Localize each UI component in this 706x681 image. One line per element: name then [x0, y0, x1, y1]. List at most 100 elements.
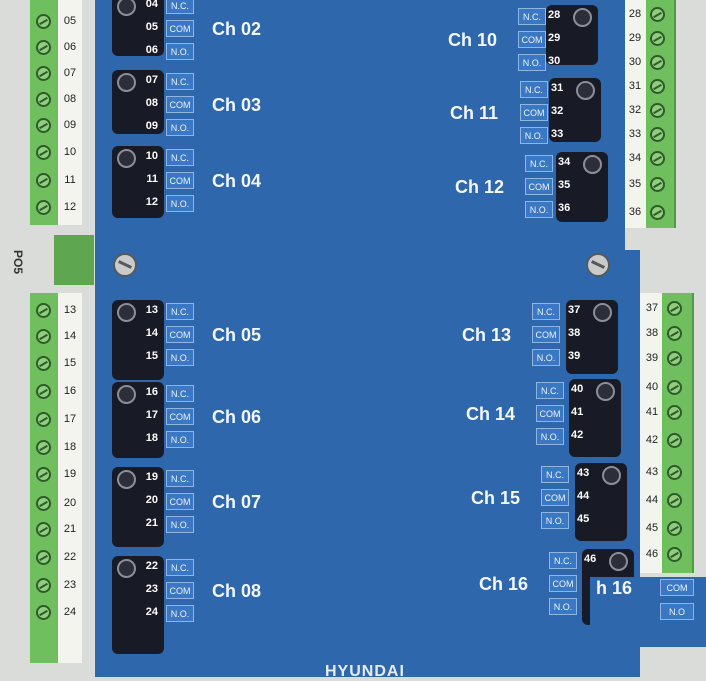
terminal-number-right: 38 [645, 327, 659, 339]
pin-number: 38 [568, 327, 581, 339]
terminal-number-right: 42 [645, 434, 659, 446]
channel-led [117, 73, 136, 92]
pin-number: 32 [551, 105, 564, 117]
terminal-number-left: 24 [63, 606, 77, 618]
contact-label: N.O. [166, 605, 194, 622]
contact-label: N.C. [166, 73, 194, 90]
channel-label: Ch 08 [212, 581, 262, 601]
overlay-channel-label: h 16 [596, 578, 633, 598]
terminal-number-right: 35 [628, 178, 642, 190]
contact-label: N.C. [549, 552, 577, 569]
pin-number: 06 [145, 44, 158, 56]
channel-label: Ch 11 [450, 103, 499, 123]
contact-label: N.O. [166, 43, 194, 60]
terminal-screw-left [36, 578, 51, 593]
terminal-number-right: 29 [628, 32, 642, 44]
terminal-number-left: 23 [63, 579, 77, 591]
channel-label: Ch 04 [212, 171, 262, 191]
pin-number: 34 [558, 156, 571, 168]
pin-number: 43 [577, 467, 590, 479]
channel-led [117, 470, 136, 489]
pin-number: 11 [146, 173, 158, 185]
pin-number: 16 [145, 386, 158, 398]
contact-label: N.C. [520, 81, 548, 98]
pin-number: 17 [145, 409, 158, 421]
terminal-screw-right [667, 405, 682, 420]
terminal-screw-left [36, 440, 51, 455]
terminal-screw-right [667, 326, 682, 341]
mounting-screw-right [586, 253, 610, 277]
pin-number: 19 [145, 471, 158, 483]
contact-label: COM [166, 582, 194, 599]
pin-number: 22 [145, 560, 158, 572]
terminal-screw-left [36, 384, 51, 399]
terminal-number-right: 45 [645, 522, 659, 534]
terminal-number-right: 44 [645, 494, 659, 506]
contact-label: COM [518, 31, 546, 48]
terminal-screw-right [650, 177, 665, 192]
channel-led [583, 155, 602, 174]
terminal-number-right: 37 [645, 302, 659, 314]
terminal-screw-left [36, 605, 51, 620]
pin-number: 15 [145, 350, 158, 362]
terminal-screw-left [36, 412, 51, 427]
terminal-screw-right [650, 55, 665, 70]
contact-label: N.C. [525, 155, 553, 172]
terminal-number-left: 08 [63, 93, 77, 105]
terminal-screw-right [650, 151, 665, 166]
pin-number: 42 [571, 429, 584, 441]
terminal-screw-left [36, 496, 51, 511]
contact-label: COM [166, 326, 194, 343]
pin-number: 10 [145, 150, 158, 162]
contact-label: COM [166, 20, 194, 37]
terminal-number-right: 33 [628, 128, 642, 140]
contact-label: N.O. [166, 516, 194, 533]
channel-label: Ch 15 [471, 488, 521, 508]
terminal-screw-right [667, 351, 682, 366]
channel-led [573, 8, 592, 27]
terminal-screw-left [36, 173, 51, 188]
terminal-screw-left [36, 467, 51, 482]
terminal-screw-left [36, 40, 51, 55]
terminal-screw-right [650, 31, 665, 46]
terminal-number-left: 19 [63, 468, 77, 480]
channel-label: Ch 02 [212, 19, 262, 39]
contact-label: N.C. [541, 466, 569, 483]
brand-label: HYUNDAI [325, 663, 405, 680]
channel-label: Ch 05 [212, 325, 262, 345]
terminal-screw-right [650, 7, 665, 22]
channel-led [117, 149, 136, 168]
terminal-number-left: 14 [63, 330, 77, 342]
terminal-number-left: 15 [63, 357, 77, 369]
pin-number: 45 [577, 513, 590, 525]
terminal-screw-right [667, 380, 682, 395]
terminal-screw-left [36, 303, 51, 318]
channel-led [602, 466, 621, 485]
overlay-no-label: N.O [660, 603, 694, 620]
terminal-number-left: 21 [63, 523, 77, 535]
terminal-screw-right [650, 79, 665, 94]
terminal-number-right: 31 [628, 80, 642, 92]
terminal-number-left: 05 [63, 15, 77, 27]
channel-led [117, 559, 136, 578]
contact-label: N.C. [518, 8, 546, 25]
pin-number: 33 [551, 128, 564, 140]
contact-label: COM [549, 575, 577, 592]
contact-label: N.O. [536, 428, 564, 445]
channel-label: Ch 12 [455, 177, 505, 197]
terminal-number-left: 18 [63, 441, 77, 453]
terminal-screw-right [650, 103, 665, 118]
terminal-screw-left [36, 356, 51, 371]
pin-number: 40 [571, 383, 584, 395]
contact-label: COM [166, 493, 194, 510]
left-terminal-strip [30, 0, 60, 225]
pin-number: 14 [145, 327, 158, 339]
contact-label: N.C. [166, 303, 194, 320]
terminal-number-left: 13 [63, 304, 77, 316]
contact-label: N.O. [525, 201, 553, 218]
terminal-number-left: 10 [63, 146, 77, 158]
contact-label: COM [525, 178, 553, 195]
pin-number: 13 [145, 304, 158, 316]
pin-number: 37 [568, 304, 581, 316]
terminal-screw-right [667, 433, 682, 448]
